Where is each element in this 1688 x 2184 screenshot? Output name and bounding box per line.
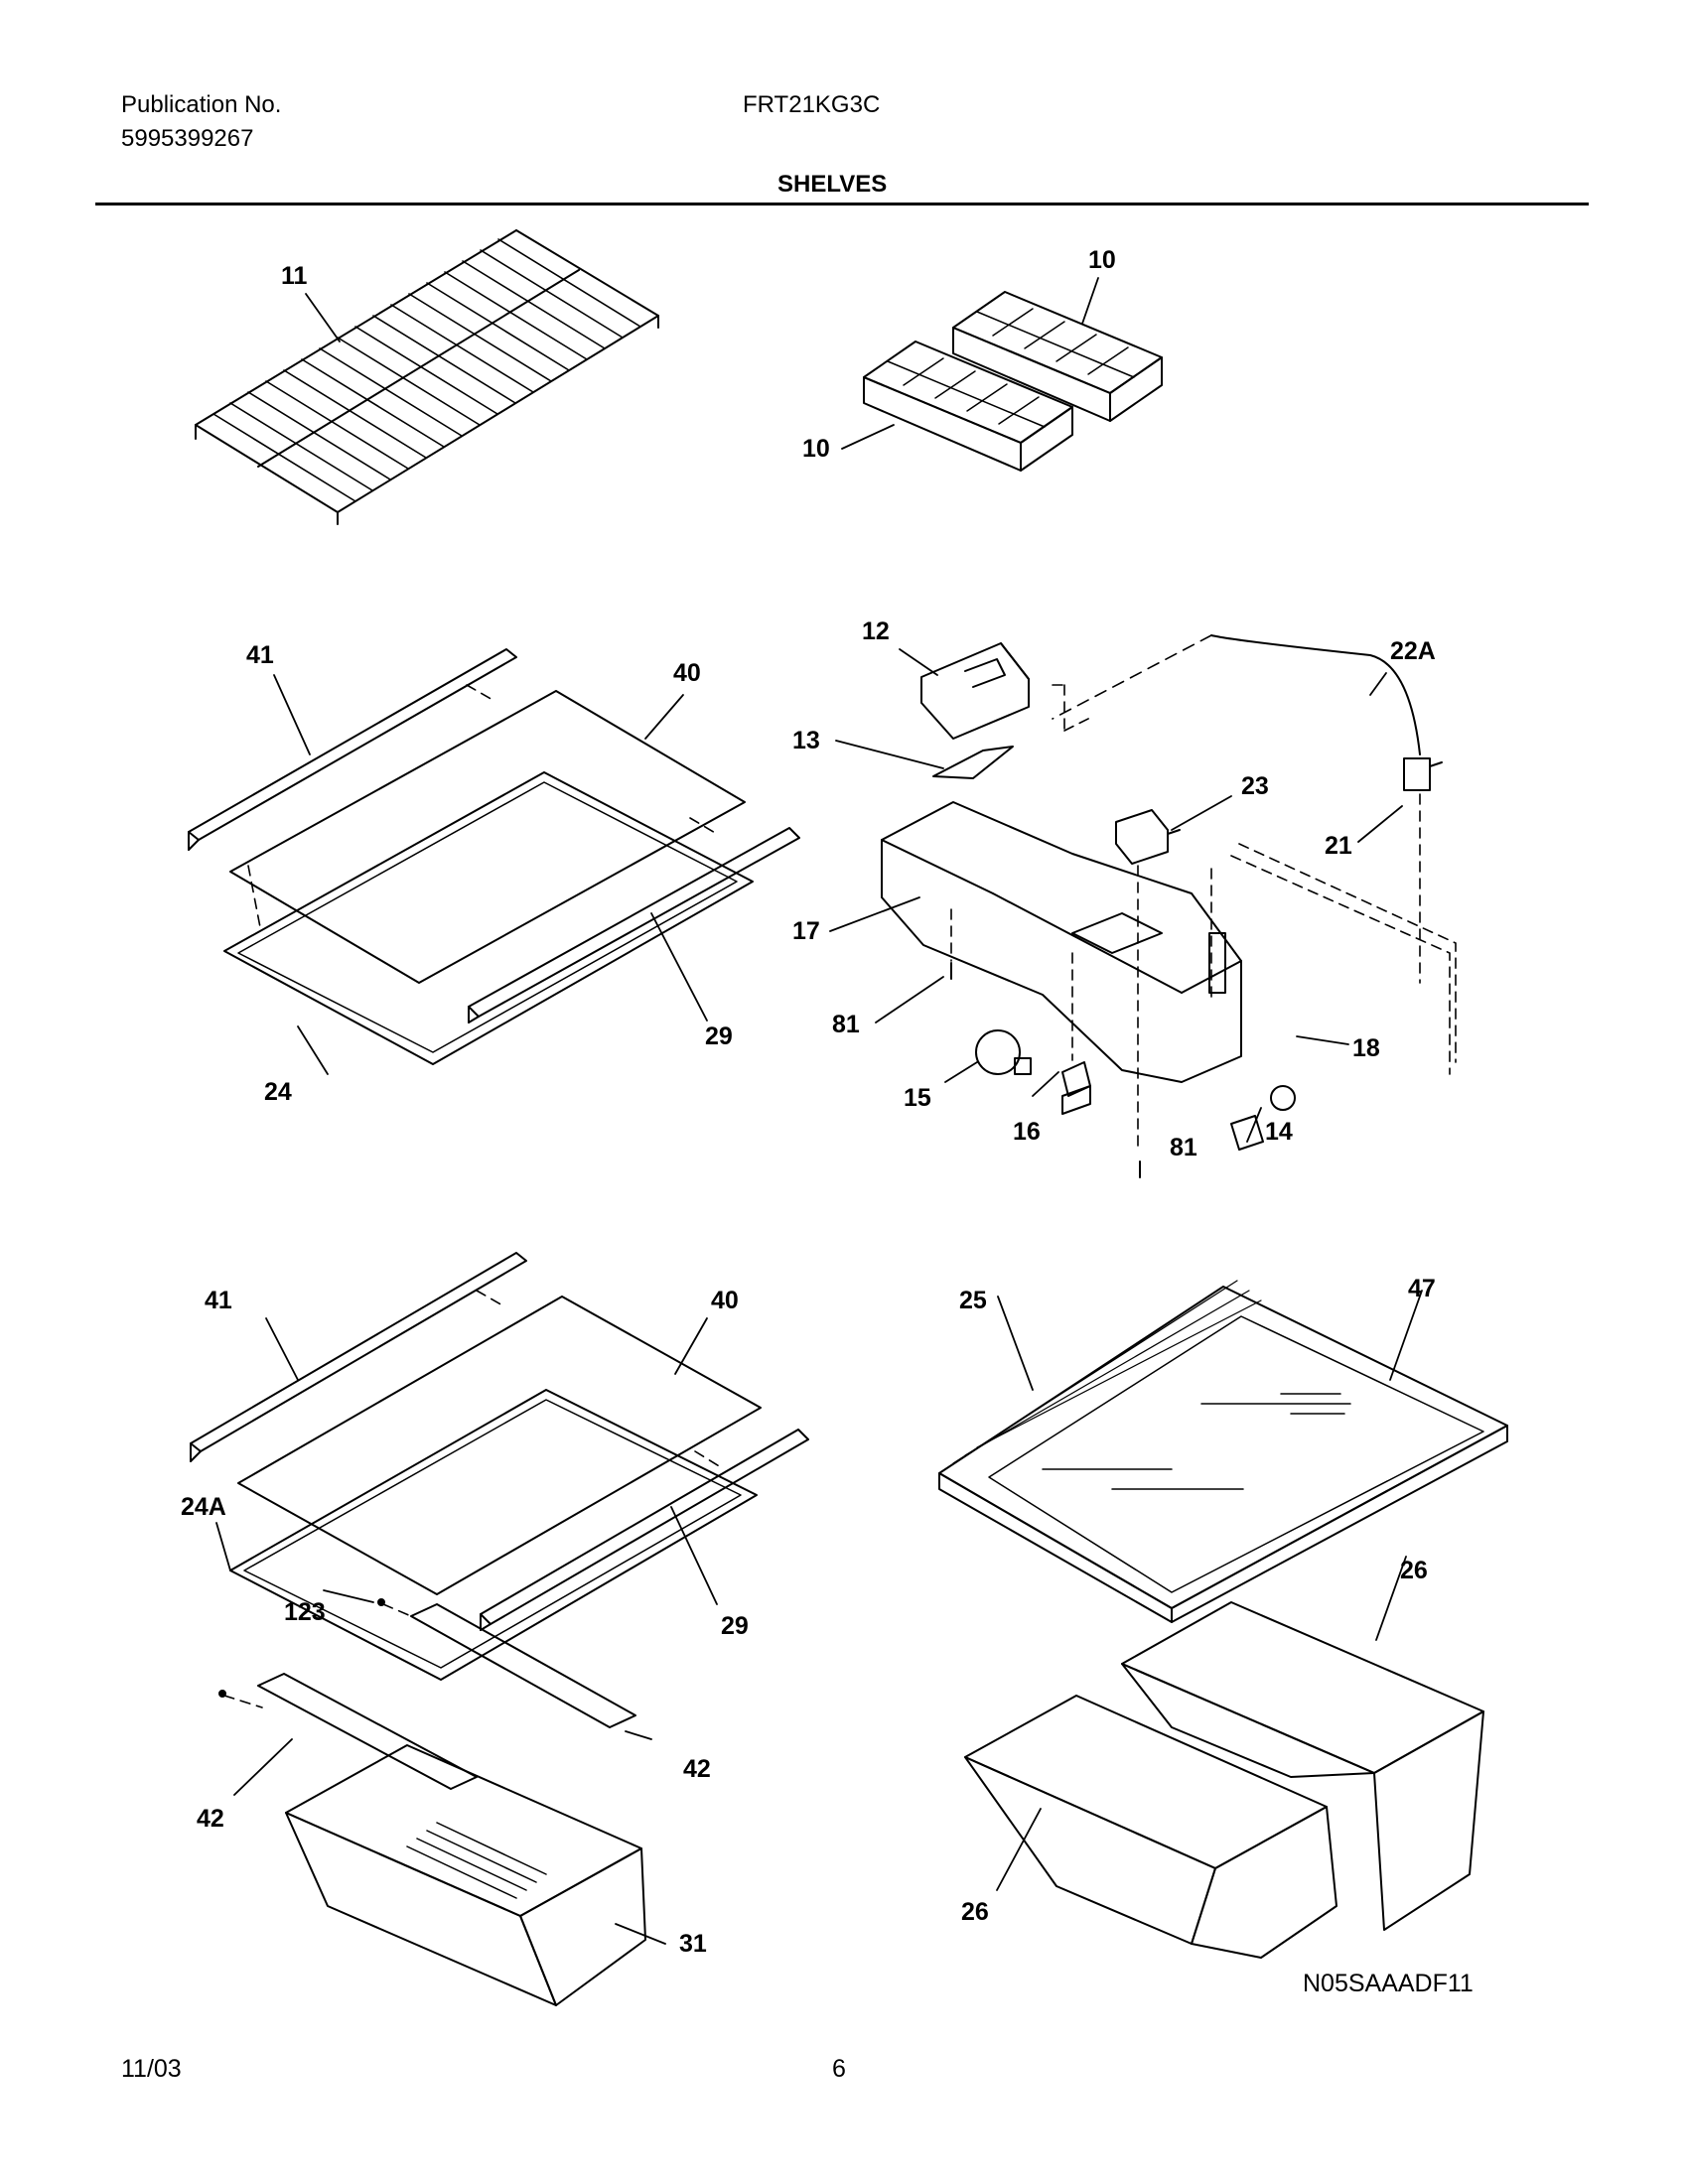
part-shelf-frame xyxy=(223,771,754,1065)
callout-21: 21 xyxy=(1325,832,1352,860)
publication-number: 5995399267 xyxy=(121,125,254,152)
part-crisper-right xyxy=(1121,1601,1484,1931)
callout-17: 17 xyxy=(792,917,820,945)
callout-24: 24 xyxy=(264,1078,292,1106)
callout-15: 15 xyxy=(904,1084,931,1112)
callout-81-right: 81 xyxy=(1170,1134,1197,1161)
callout-13: 13 xyxy=(792,727,820,754)
part-ice-tray-back xyxy=(952,291,1163,422)
header-rule xyxy=(95,203,1589,205)
part-light-shield xyxy=(920,642,1030,740)
callout-16: 16 xyxy=(1013,1118,1041,1146)
callout-23: 23 xyxy=(1241,772,1269,800)
callout-11: 11 xyxy=(281,262,308,290)
callout-47: 47 xyxy=(1408,1275,1436,1302)
callout-18: 18 xyxy=(1352,1034,1380,1062)
part-control-switch xyxy=(1230,1115,1264,1151)
part-socket xyxy=(1061,1061,1091,1115)
part-screws xyxy=(950,962,1141,1178)
part-wire-shelf xyxy=(195,229,659,525)
part-rail-lower xyxy=(257,1603,636,1790)
part-frame-lower xyxy=(229,1389,758,1681)
callout-29-upper: 29 xyxy=(705,1023,733,1050)
page-number: 6 xyxy=(832,2055,846,2083)
callout-25: 25 xyxy=(959,1287,987,1314)
part-front-trim-lower xyxy=(480,1429,809,1631)
diagram-code: N05SAAADF11 xyxy=(1303,1970,1474,1997)
callout-40-lower: 40 xyxy=(711,1287,739,1314)
part-glass-shelf xyxy=(229,690,746,984)
callout-26-right: 26 xyxy=(1400,1557,1428,1584)
callout-10-bottom: 10 xyxy=(802,435,830,463)
part-bulb xyxy=(975,1029,1032,1075)
part-switch xyxy=(1403,757,1443,791)
part-harness xyxy=(1052,634,1421,755)
publication-label: Publication No. xyxy=(121,91,282,118)
part-glass-shelf-lower xyxy=(237,1296,762,1595)
callout-31: 31 xyxy=(679,1930,707,1958)
part-ice-tray-front xyxy=(863,341,1073,472)
callout-29-lower: 29 xyxy=(721,1612,749,1640)
footer-date: 11/03 xyxy=(121,2055,182,2083)
callout-14: 14 xyxy=(1265,1118,1293,1146)
callout-40-upper: 40 xyxy=(673,659,701,687)
part-rear-trim-lower xyxy=(190,1252,527,1462)
model-number: FRT21KG3C xyxy=(743,91,881,118)
part-thermostat xyxy=(1115,809,1181,865)
part-front-trim xyxy=(468,827,800,1024)
callout-10-top: 10 xyxy=(1088,246,1116,274)
callout-41-upper: 41 xyxy=(246,641,274,669)
part-crisper-cover xyxy=(938,1280,1508,1623)
callout-41-lower: 41 xyxy=(205,1287,232,1314)
part-knob xyxy=(1270,1085,1296,1111)
callout-26-left: 26 xyxy=(961,1898,989,1926)
callout-42-left: 42 xyxy=(197,1805,224,1833)
callout-22a: 22A xyxy=(1390,637,1436,665)
part-crisper-left xyxy=(964,1695,1337,1959)
part-light-lens xyxy=(932,746,1014,779)
part-control-housing xyxy=(881,801,1242,1083)
callout-123: 123 xyxy=(284,1598,326,1626)
callout-12: 12 xyxy=(862,617,890,645)
callout-42-right: 42 xyxy=(683,1755,711,1783)
section-title: SHELVES xyxy=(777,171,888,198)
callout-81-left: 81 xyxy=(832,1011,860,1038)
callout-24a: 24A xyxy=(181,1493,226,1521)
part-rear-trim xyxy=(188,648,517,851)
part-crisper-lower xyxy=(285,1744,646,2006)
